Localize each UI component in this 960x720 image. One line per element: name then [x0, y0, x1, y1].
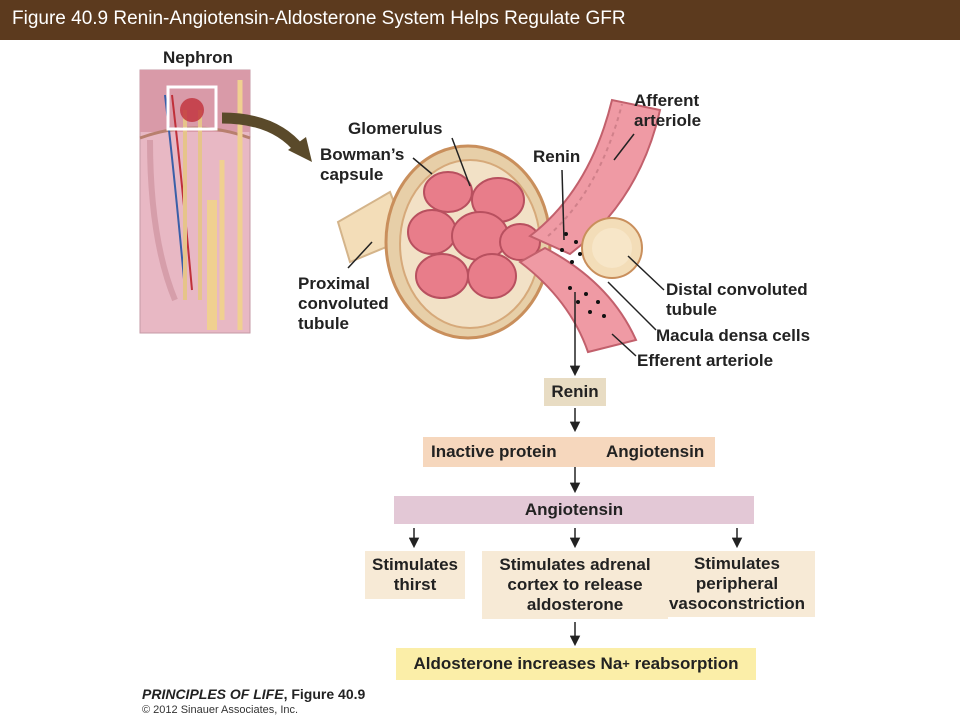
afferent-arteriole-label-line1: Afferent: [634, 91, 700, 110]
figure-number: , Figure 40.9: [283, 686, 366, 702]
afferent-arteriole-label-line2: arteriole: [634, 111, 701, 130]
zoom-arrow-head: [288, 137, 312, 162]
nephron-label: Nephron: [163, 48, 233, 67]
glomerulus-label: Glomerulus: [348, 119, 442, 138]
bowmans-capsule-label-line1: Bowman’s: [320, 145, 404, 164]
renin-box: Renin: [544, 378, 606, 406]
proximal-tubule-label-line1: Proximal: [298, 274, 370, 293]
inactive-protein-text: Inactive protein: [431, 442, 557, 461]
nephron-inset: [139, 69, 251, 334]
juxtaglomerular-illustration: [336, 98, 662, 354]
copyright: © 2012 Sinauer Associates, Inc.: [142, 704, 299, 716]
title-bar: Figure 40.9 Renin-Angiotensin-Aldosteron…: [0, 0, 960, 40]
proximal-tubule-label-line2: convoluted: [298, 294, 389, 313]
angiotensin-product-text: Angiotensin: [606, 442, 705, 461]
bowmans-capsule-label-line2: capsule: [320, 165, 383, 184]
distal-tubule-label-line1: Distal convoluted: [666, 280, 808, 299]
sodium-charge: +: [622, 656, 630, 671]
macula-densa-label: Macula densa cells: [656, 326, 810, 345]
leader-lines: [347, 133, 665, 357]
aldosterone-text-suffix: reabsorption: [629, 654, 739, 673]
figure-title: Figure 40.9 Renin-Angiotensin-Aldosteron…: [12, 8, 626, 29]
renin-label: Renin: [533, 147, 580, 166]
adrenal-box: Stimulates adrenal cortex to release ald…: [482, 551, 668, 619]
vasoconstriction-box: Stimulates peripheral vasoconstriction: [659, 551, 815, 617]
thirst-box: Stimulates thirst: [365, 551, 465, 599]
zoom-arrow: [221, 112, 305, 154]
angiotensin-bar: Angiotensin: [394, 496, 754, 524]
aldosterone-box: Aldosterone increases Na+ reabsorption: [396, 648, 756, 680]
book-credit: PRINCIPLES OF LIFE, Figure 40.9: [142, 686, 365, 702]
efferent-arteriole-label: Efferent arteriole: [637, 351, 773, 370]
proximal-tubule-label-line3: tubule: [298, 314, 349, 333]
aldosterone-text-prefix: Aldosterone increases Na: [413, 654, 623, 673]
book-title: PRINCIPLES OF LIFE: [142, 686, 284, 702]
distal-tubule-label-line2: tubule: [666, 300, 717, 319]
conversion-box: Inactive protein Angiotensin: [423, 437, 715, 467]
